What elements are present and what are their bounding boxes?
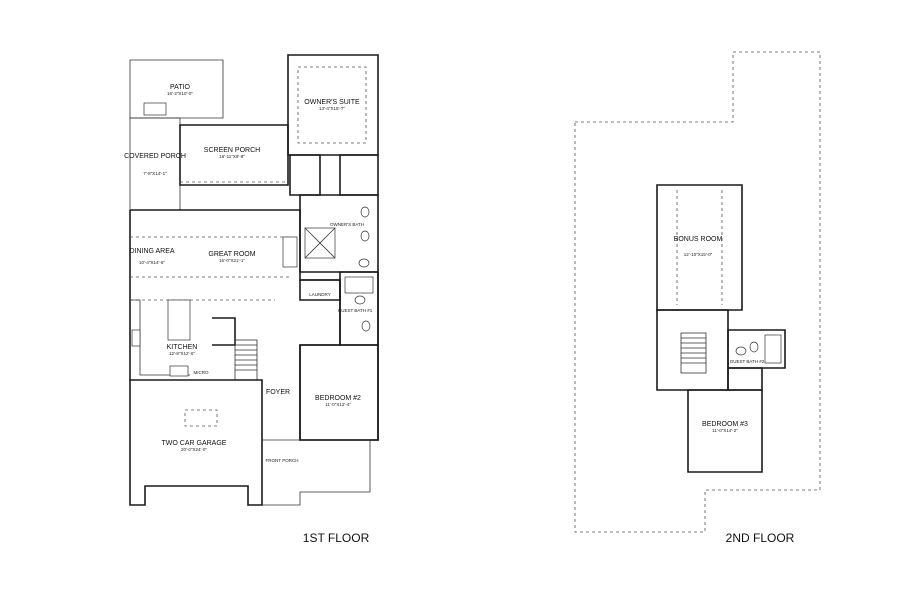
patio-outline <box>129 59 224 119</box>
bedroom-3-label: BEDROOM #3 <box>702 421 748 428</box>
kitchen-dim: 12'-8"X12'-6" <box>169 351 195 356</box>
patio-steps <box>143 102 167 116</box>
pantry <box>212 317 236 346</box>
garage-label: TWO CAR GARAGE <box>162 440 227 447</box>
owners-toilet <box>358 258 370 268</box>
guest-bath-2-outline <box>727 329 786 369</box>
bonus-room-outline <box>656 184 743 311</box>
guest-bath-1-label: GUEST BATH #1 <box>338 308 373 313</box>
dining-area-label: DINING AREA <box>129 248 174 255</box>
covered-porch-label: COVERED PORCH <box>124 153 186 160</box>
owners-bath-label: OWNER'S BATH <box>330 222 364 227</box>
covered-porch-outline <box>129 117 181 211</box>
covered-porch-dim: 7'-8"X14'-1" <box>143 171 167 176</box>
landing-outline <box>656 309 729 391</box>
kitchen-label: KITCHEN <box>167 344 198 351</box>
great-room-dim: 16'-0"X21'-1" <box>219 258 245 263</box>
laundry-outline <box>299 279 341 301</box>
bonus-room-dim: 12'-10"X15'-0" <box>684 252 713 257</box>
guest-bath-2-sink <box>735 346 747 356</box>
guest-bath-1-toilet <box>354 295 366 305</box>
kitchen-sink <box>131 329 141 347</box>
kitchen-range <box>169 365 189 377</box>
screen-porch-label: SCREEN PORCH <box>204 147 260 154</box>
bedroom-3-dim: 11'-0"X14'-2" <box>712 428 738 433</box>
guest-bath-2-label: GUEST BATH #2 <box>730 359 765 364</box>
second-floor-attic-outline <box>574 51 821 533</box>
owners-suite-dim: 13'-4"X15'-7" <box>319 106 345 111</box>
micro-label: MICRO <box>194 370 209 375</box>
garage-attic-access <box>184 409 218 427</box>
great-room-label: GREAT ROOM <box>208 251 255 258</box>
fireplace <box>282 236 298 268</box>
guest-bath-1-tub <box>344 276 374 294</box>
bedroom-3-closet <box>727 367 763 391</box>
bedroom-3-outline <box>687 389 763 473</box>
patio-dim: 16'-2"X10'-0" <box>167 91 193 96</box>
owners-suite-label: OWNER'S SUITE <box>304 99 360 106</box>
patio-label: PATIO <box>170 84 191 91</box>
owners-bath-sink-2 <box>360 230 370 242</box>
bedroom-2-dim: 11'-0"X12'-4" <box>325 402 351 407</box>
front-porch-outline <box>262 439 371 506</box>
owners-closet-right <box>339 154 379 196</box>
garage-dim: 20'-0"X24'-0" <box>181 447 207 452</box>
owners-bath-sink-1 <box>360 206 370 218</box>
second-floor-title: 2ND FLOOR <box>726 531 795 545</box>
bedroom-2-outline <box>299 344 379 441</box>
owners-closet-left <box>289 154 321 196</box>
guest-bath-1-sink <box>361 320 371 332</box>
dining-area-dim: 10'-4"X14'-6" <box>139 260 165 265</box>
screen-porch-outline <box>179 124 289 186</box>
garage-outline <box>129 379 263 506</box>
foyer-label: FOYER <box>266 389 290 396</box>
bedroom-2-label: BEDROOM #2 <box>315 395 361 402</box>
guest-bath-2-toilet <box>749 341 759 353</box>
kitchen-island <box>167 299 191 341</box>
second-floor-plan: BONUS ROOM 12'-10"X15'-0" GUEST BATH #2 … <box>574 51 821 545</box>
first-floor-title: 1ST FLOOR <box>303 531 370 545</box>
guest-bath-2-tub <box>764 334 782 364</box>
laundry-label: LAUNDRY <box>309 292 330 297</box>
screen-porch-dim: 16'-11"X9'-8" <box>219 154 245 159</box>
first-floor-plan: PATIO 16'-2"X10'-0" COVERED PORCH 7'-8"X… <box>124 54 379 545</box>
bonus-room-label: BONUS ROOM <box>674 236 723 243</box>
front-porch-label: FRONT PORCH <box>266 458 299 463</box>
